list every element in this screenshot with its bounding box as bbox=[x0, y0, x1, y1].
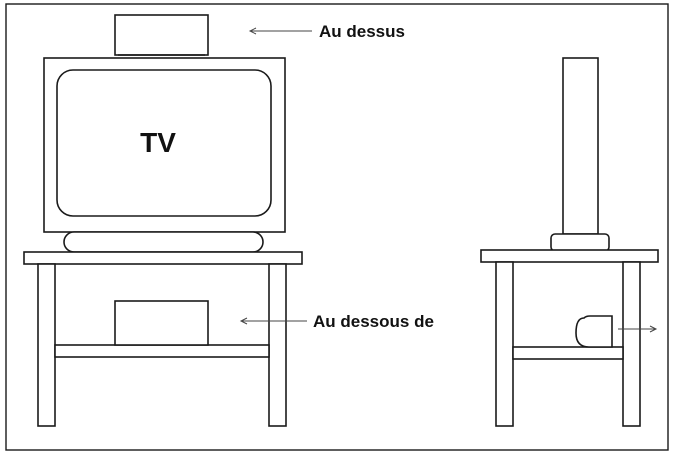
tv-stand-side bbox=[480, 57, 659, 427]
tv-label: TV bbox=[140, 127, 176, 158]
table-shelf-side bbox=[512, 346, 624, 360]
label-below: Au dessous de bbox=[313, 312, 434, 331]
label-above: Au dessus bbox=[319, 22, 405, 41]
table-side-leg-right bbox=[622, 261, 641, 427]
label-below-group: Au dessous de bbox=[239, 312, 434, 331]
tv-base bbox=[63, 231, 264, 253]
table-leg-left bbox=[37, 263, 56, 427]
table-side-leg-left bbox=[495, 261, 514, 427]
tv-side-body bbox=[562, 57, 599, 235]
device-side bbox=[575, 315, 613, 348]
table-leg-right bbox=[268, 263, 287, 427]
tv-stand-front: TV bbox=[23, 14, 303, 427]
tv-side-base bbox=[550, 233, 610, 252]
label-above-group: Au dessus bbox=[248, 22, 405, 41]
table-top-side bbox=[480, 249, 659, 263]
arrow-side-head bbox=[649, 325, 658, 333]
outer-frame bbox=[5, 3, 669, 451]
table-shelf-front bbox=[54, 344, 270, 358]
arrow-below-head bbox=[239, 317, 248, 325]
device-below bbox=[114, 300, 209, 346]
arrow-above-head bbox=[248, 27, 257, 35]
table-top-front bbox=[23, 251, 303, 265]
device-above bbox=[114, 14, 209, 56]
tv-screen bbox=[56, 69, 272, 217]
